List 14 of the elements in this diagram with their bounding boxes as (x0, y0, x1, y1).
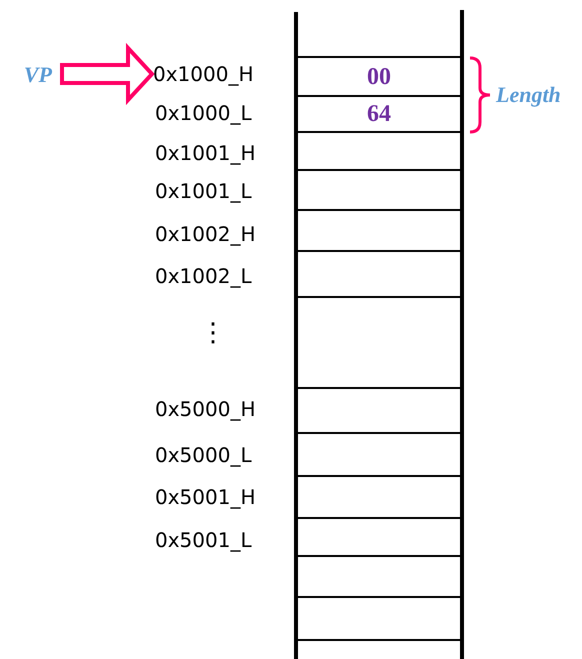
address-label: 0x1001_H (155, 143, 256, 163)
address-label: 0x1000_H (153, 60, 283, 88)
ellipsis-dots: ⋮ (200, 320, 226, 346)
address-label: 0x5000_H (155, 399, 256, 419)
address-label: 0x5000_L (155, 445, 252, 465)
address-label: 0x1002_H (155, 224, 256, 244)
pointer-label: VP (8, 60, 52, 88)
address-label: 0x1000_L (155, 103, 252, 123)
address-label: 0x1002_L (155, 266, 252, 286)
address-label: 0x1001_L (155, 181, 252, 201)
address-label: 0x5001_L (155, 530, 252, 550)
block-arrow (60, 42, 155, 106)
length-label: Length (496, 84, 561, 106)
address-label: 0x5001_H (155, 487, 256, 507)
